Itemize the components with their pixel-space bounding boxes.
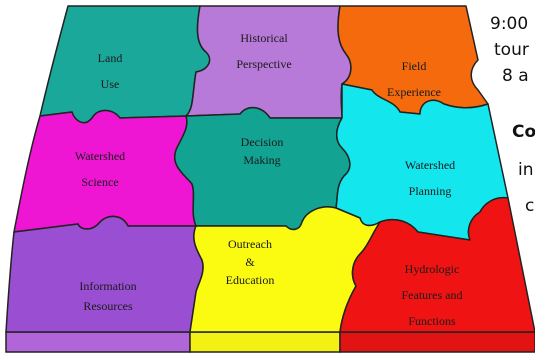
hydrologic-features-label-line: Features and [402, 288, 463, 302]
base-edge-left [5, 331, 191, 353]
outreach-education-label-line: & [245, 255, 255, 269]
decision-making-label-line: Decision [241, 135, 284, 149]
field-experience-label-line: Field [402, 59, 427, 73]
information-resources-label-line: Information [79, 279, 136, 293]
side-text-line-1: 9:00 [490, 14, 529, 34]
historical-perspective-label-line: Perspective [236, 57, 291, 71]
side-text-line-5: in [518, 160, 534, 180]
watershed-planning-label-line: Watershed [405, 158, 455, 172]
hydrologic-features-label-line: Functions [408, 314, 456, 328]
land-use-label-line: Land [98, 51, 123, 65]
historical-perspective-label-line: Historical [240, 31, 288, 45]
piece-watershed-science [13, 109, 197, 233]
puzzle-base-edge [5, 331, 535, 353]
piece-information-resources [5, 215, 204, 333]
hydrologic-features-label-line: Hydrologic [405, 262, 460, 276]
side-text-line-6: c [525, 196, 535, 216]
base-edge-right [339, 331, 535, 353]
side-text-line-4: Co [512, 122, 535, 142]
watershed-science-label-line: Watershed [75, 149, 125, 163]
field-experience-label-line: Experience [387, 85, 441, 99]
watershed-planning-label-line: Planning [409, 184, 452, 198]
base-edge-middle [189, 331, 341, 353]
side-text-line-3: 8 a [502, 66, 529, 86]
side-text-line-2: tour [494, 40, 529, 60]
information-resources-label-line: Resources [83, 299, 133, 313]
land-use-label-line: Use [101, 77, 120, 91]
piece-hydrologic-features [339, 196, 535, 333]
label-outreach-education: Outreach & Education [226, 237, 275, 287]
piece-land-use [39, 5, 211, 124]
watershed-science-label-line: Science [81, 175, 118, 189]
outreach-education-label-line: Education [226, 273, 275, 287]
outreach-education-label-line: Outreach [228, 237, 272, 251]
decision-making-label-line: Making [243, 153, 280, 167]
